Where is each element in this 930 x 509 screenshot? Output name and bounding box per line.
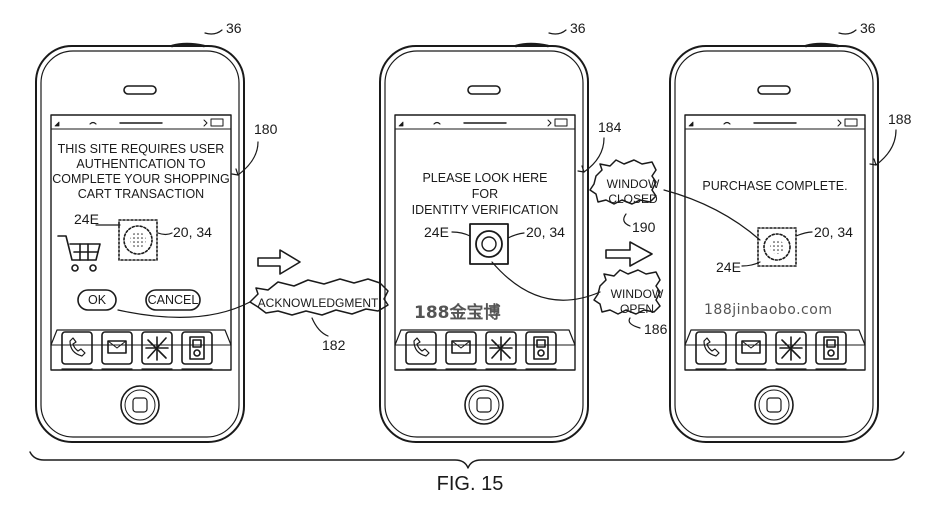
window-closed-label: CLOSED [608,192,658,206]
label-24e: 24E [424,224,449,240]
screen-message-line: AUTHENTICATION TO [76,157,205,171]
phone-2 [379,29,605,443]
compass-icon[interactable] [489,336,513,361]
compass-icon[interactable] [145,336,169,361]
compass-icon[interactable] [779,336,803,361]
acknowledgment-callout [117,278,389,337]
music-player-icon[interactable] [823,336,839,360]
cancel-button[interactable] [145,289,201,311]
home-button[interactable] [120,385,160,425]
ref-36: 36 [570,20,586,36]
phone-1 [35,29,259,443]
figure-bracket [29,451,905,469]
screen-message-line: IDENTITY VERIFICATION [412,203,559,217]
label-20-34: 20, 34 [173,224,212,240]
ref-186: 186 [644,321,668,337]
music-player-icon[interactable] [533,336,549,360]
shopping-cart-icon [57,235,101,272]
ref-36: 36 [226,20,242,36]
mail-icon[interactable] [107,340,127,354]
ref-182: 182 [322,337,346,353]
label-20-34: 20, 34 [526,224,565,240]
label-24e: 24E [74,211,99,227]
cancel-button-label[interactable]: CANCEL [148,293,199,307]
sensor-indicator [118,219,158,261]
window-open-callout [491,261,661,329]
screen-message-line: PURCHASE COMPLETE. [702,179,847,193]
screen-message-line: COMPLETE YOUR SHOPPING [52,172,230,186]
sensor-indicator [757,227,797,267]
phone-icon[interactable] [413,337,430,357]
ok-button-label[interactable]: OK [88,293,107,307]
window-open-label: OPEN [620,302,654,316]
acknowledgment-label: ACKNOWLEDGMENT [258,296,379,310]
watermark: 188金宝博 [414,302,501,323]
phone-icon[interactable] [703,337,720,357]
label-24e: 24E [716,259,741,275]
flow-arrow-1 [257,249,301,275]
ref-184: 184 [598,119,622,135]
screen-message-line: CART TRANSACTION [78,187,204,201]
mail-icon[interactable] [451,340,471,354]
figure-caption: FIG. 15 [437,473,504,495]
camera-sensor [469,223,509,265]
window-open-label: WINDOW [611,287,664,301]
screen-message-line: FOR [472,187,498,201]
ref-188: 188 [888,111,912,127]
ref-36: 36 [860,20,876,36]
music-player-icon[interactable] [189,336,205,360]
screen-message-line: PLEASE LOOK HERE [422,171,547,185]
home-button[interactable] [464,385,504,425]
window-closed-callout [589,159,761,241]
flow-arrow-2 [605,241,653,267]
window-closed-label: WINDOW [607,177,660,191]
ref-190: 190 [632,219,656,235]
screen-message-line: THIS SITE REQUIRES USER [58,142,225,156]
phone-icon[interactable] [69,337,86,357]
ref-180: 180 [254,121,278,137]
label-20-34: 20, 34 [814,224,853,240]
phone-3 [669,29,897,443]
ok-button[interactable] [77,289,117,311]
home-button[interactable] [754,385,794,425]
mail-icon[interactable] [741,340,761,354]
watermark: 188jinbaobo.com [704,302,832,318]
